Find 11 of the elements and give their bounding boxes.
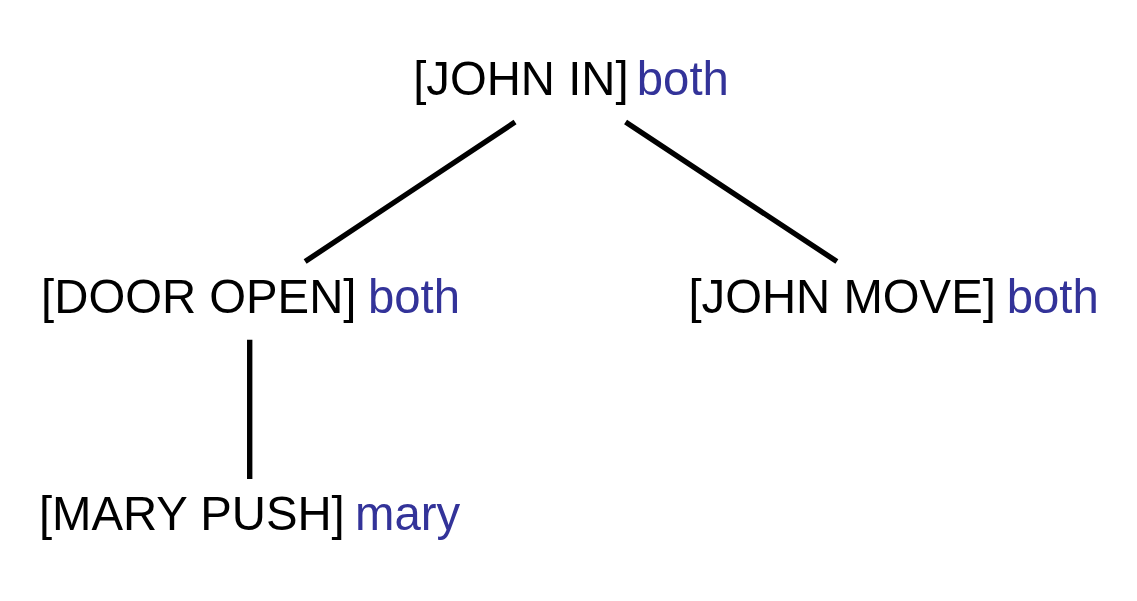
node-label: both	[1006, 269, 1099, 323]
node-text: [DOOR OPEN]	[41, 269, 357, 323]
node-text: [MARY PUSH]	[38, 486, 345, 540]
connector	[247, 339, 253, 479]
connector	[624, 119, 839, 264]
node-label: both	[367, 269, 461, 323]
node-text: [JOHN MOVE]	[688, 269, 996, 323]
connector	[303, 119, 517, 264]
node-label: mary	[355, 486, 461, 540]
node-text: [JOHN IN]	[413, 52, 629, 106]
node-label: both	[636, 52, 729, 106]
